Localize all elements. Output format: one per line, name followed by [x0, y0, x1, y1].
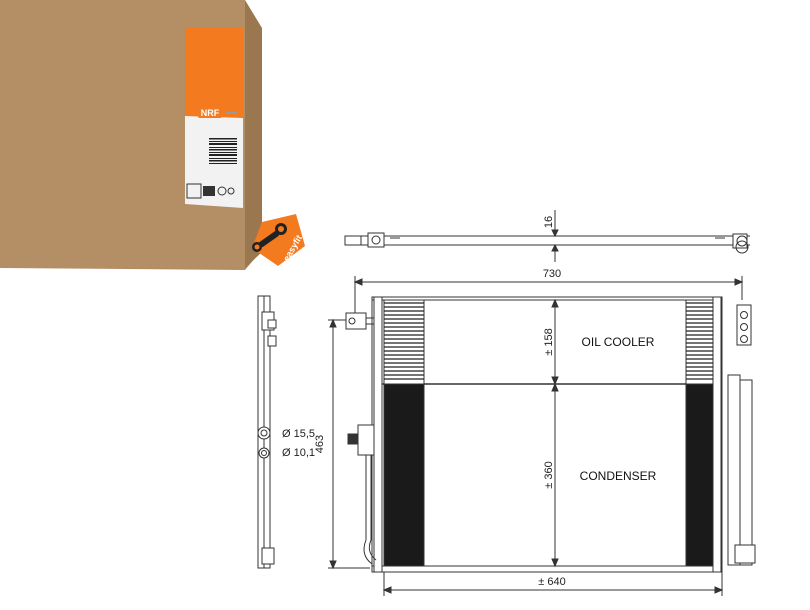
dimension-overall-height: 463 — [314, 435, 326, 453]
technical-drawing: 16 730 Ø 15,5 Ø 10,1 — [257, 210, 756, 596]
port-small-diameter: Ø 10,1 — [282, 447, 315, 459]
fins-condenser-left — [383, 383, 425, 567]
barcode — [209, 138, 237, 164]
dimension-core-width: ± 640 — [538, 576, 565, 588]
dimension-overall-height-line — [328, 318, 370, 570]
dimension-core-width-line — [382, 572, 724, 596]
box-label-fineprint — [226, 112, 238, 114]
condenser-label: CONDENSER — [580, 469, 657, 483]
product-box: NRF — [0, 0, 262, 270]
box-brand-text: NRF — [201, 108, 220, 118]
oil-cooler-label: OIL COOLER — [582, 335, 655, 349]
dimension-oil-cooler-line — [551, 298, 559, 386]
side-view — [257, 295, 277, 569]
fins-condenser-right — [685, 383, 714, 567]
dimension-overall-width-line — [353, 276, 744, 316]
box-label-orange-stripe — [185, 28, 243, 118]
certification-marks — [186, 183, 235, 199]
dimension-thickness: 16 — [543, 216, 555, 228]
oil-cooler-fin-lines — [384, 302, 713, 380]
fins-oil-right — [685, 299, 714, 385]
fins-oil-left — [383, 299, 425, 385]
dimension-oil-cooler-height: ± 158 — [543, 328, 555, 355]
left-fittings — [345, 312, 377, 565]
top-view — [344, 210, 750, 262]
dimension-condenser-height: ± 360 — [543, 461, 555, 488]
right-fittings — [727, 304, 756, 566]
condenser-front-view — [371, 296, 723, 573]
port-large-diameter: Ø 15,5 — [282, 428, 315, 440]
wrench-icon — [252, 223, 287, 252]
dimension-condenser-line — [551, 382, 559, 568]
nrf-logo: NRF — [198, 108, 222, 118]
dimension-overall-width: 730 — [543, 268, 561, 280]
